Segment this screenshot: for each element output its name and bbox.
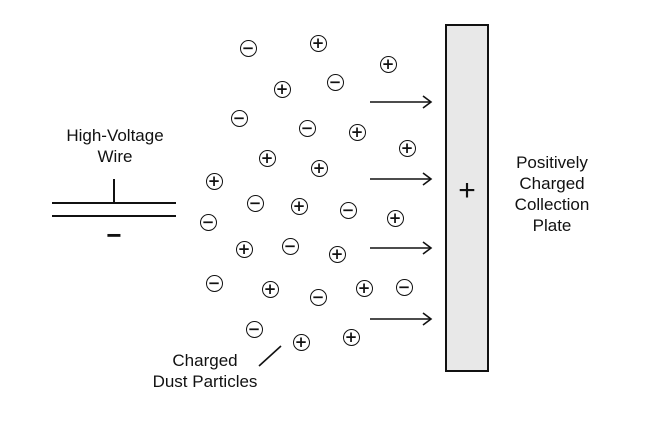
negative-particle: −: [281, 237, 299, 255]
plate-label-line-4: Plate: [532, 216, 572, 235]
negative-particle: −: [309, 288, 327, 306]
plate-label: Positively Charged Collection Plate: [494, 152, 610, 236]
negative-particle: −: [239, 39, 257, 57]
positive-particle: +: [348, 123, 366, 141]
collection-plate: [445, 24, 489, 372]
wire-label: High-Voltage Wire: [40, 125, 190, 167]
positive-particle: +: [290, 197, 308, 215]
positive-particle: +: [379, 55, 397, 73]
wire-sign: −: [106, 220, 122, 250]
negative-particle: −: [246, 194, 264, 212]
plate-label-line-3: Collection: [514, 195, 590, 214]
wire-label-line-2: Wire: [97, 147, 133, 166]
positive-particle: +: [205, 172, 223, 190]
arrow: [370, 312, 433, 326]
positive-particle: +: [386, 209, 404, 227]
particles-label-leader: [258, 345, 282, 367]
particles-label: Charged Dust Particles: [130, 350, 280, 392]
wire-label-line-1: High-Voltage: [66, 126, 164, 145]
arrow: [370, 241, 433, 255]
positive-particle: +: [261, 280, 279, 298]
positive-particle: +: [273, 80, 291, 98]
negative-particle: −: [298, 119, 316, 137]
arrow: [370, 95, 433, 109]
positive-particle: +: [310, 159, 328, 177]
field-arrows: [370, 95, 433, 326]
positive-particle: +: [309, 34, 327, 52]
positive-particle: +: [355, 279, 373, 297]
negative-particle: −: [395, 278, 413, 296]
positive-particle: +: [258, 149, 276, 167]
positive-particle: +: [235, 240, 253, 258]
plate-label-line-1: Positively: [516, 153, 588, 172]
negative-particle: −: [326, 73, 344, 91]
negative-particle: −: [245, 320, 263, 338]
plate-sign: +: [458, 174, 476, 207]
negative-particle: −: [230, 109, 248, 127]
negative-particle: −: [205, 274, 223, 292]
negative-particle: −: [339, 201, 357, 219]
arrow: [370, 172, 433, 186]
negative-particle: −: [199, 213, 217, 231]
plate-label-line-2: Charged: [519, 174, 585, 193]
positive-particle: +: [342, 328, 360, 346]
positive-particle: +: [328, 245, 346, 263]
particles-label-line-2: Dust Particles: [152, 372, 258, 391]
particles-label-line-1: Charged: [172, 351, 238, 370]
positive-particle: +: [398, 139, 416, 157]
positive-particle: +: [292, 333, 310, 351]
